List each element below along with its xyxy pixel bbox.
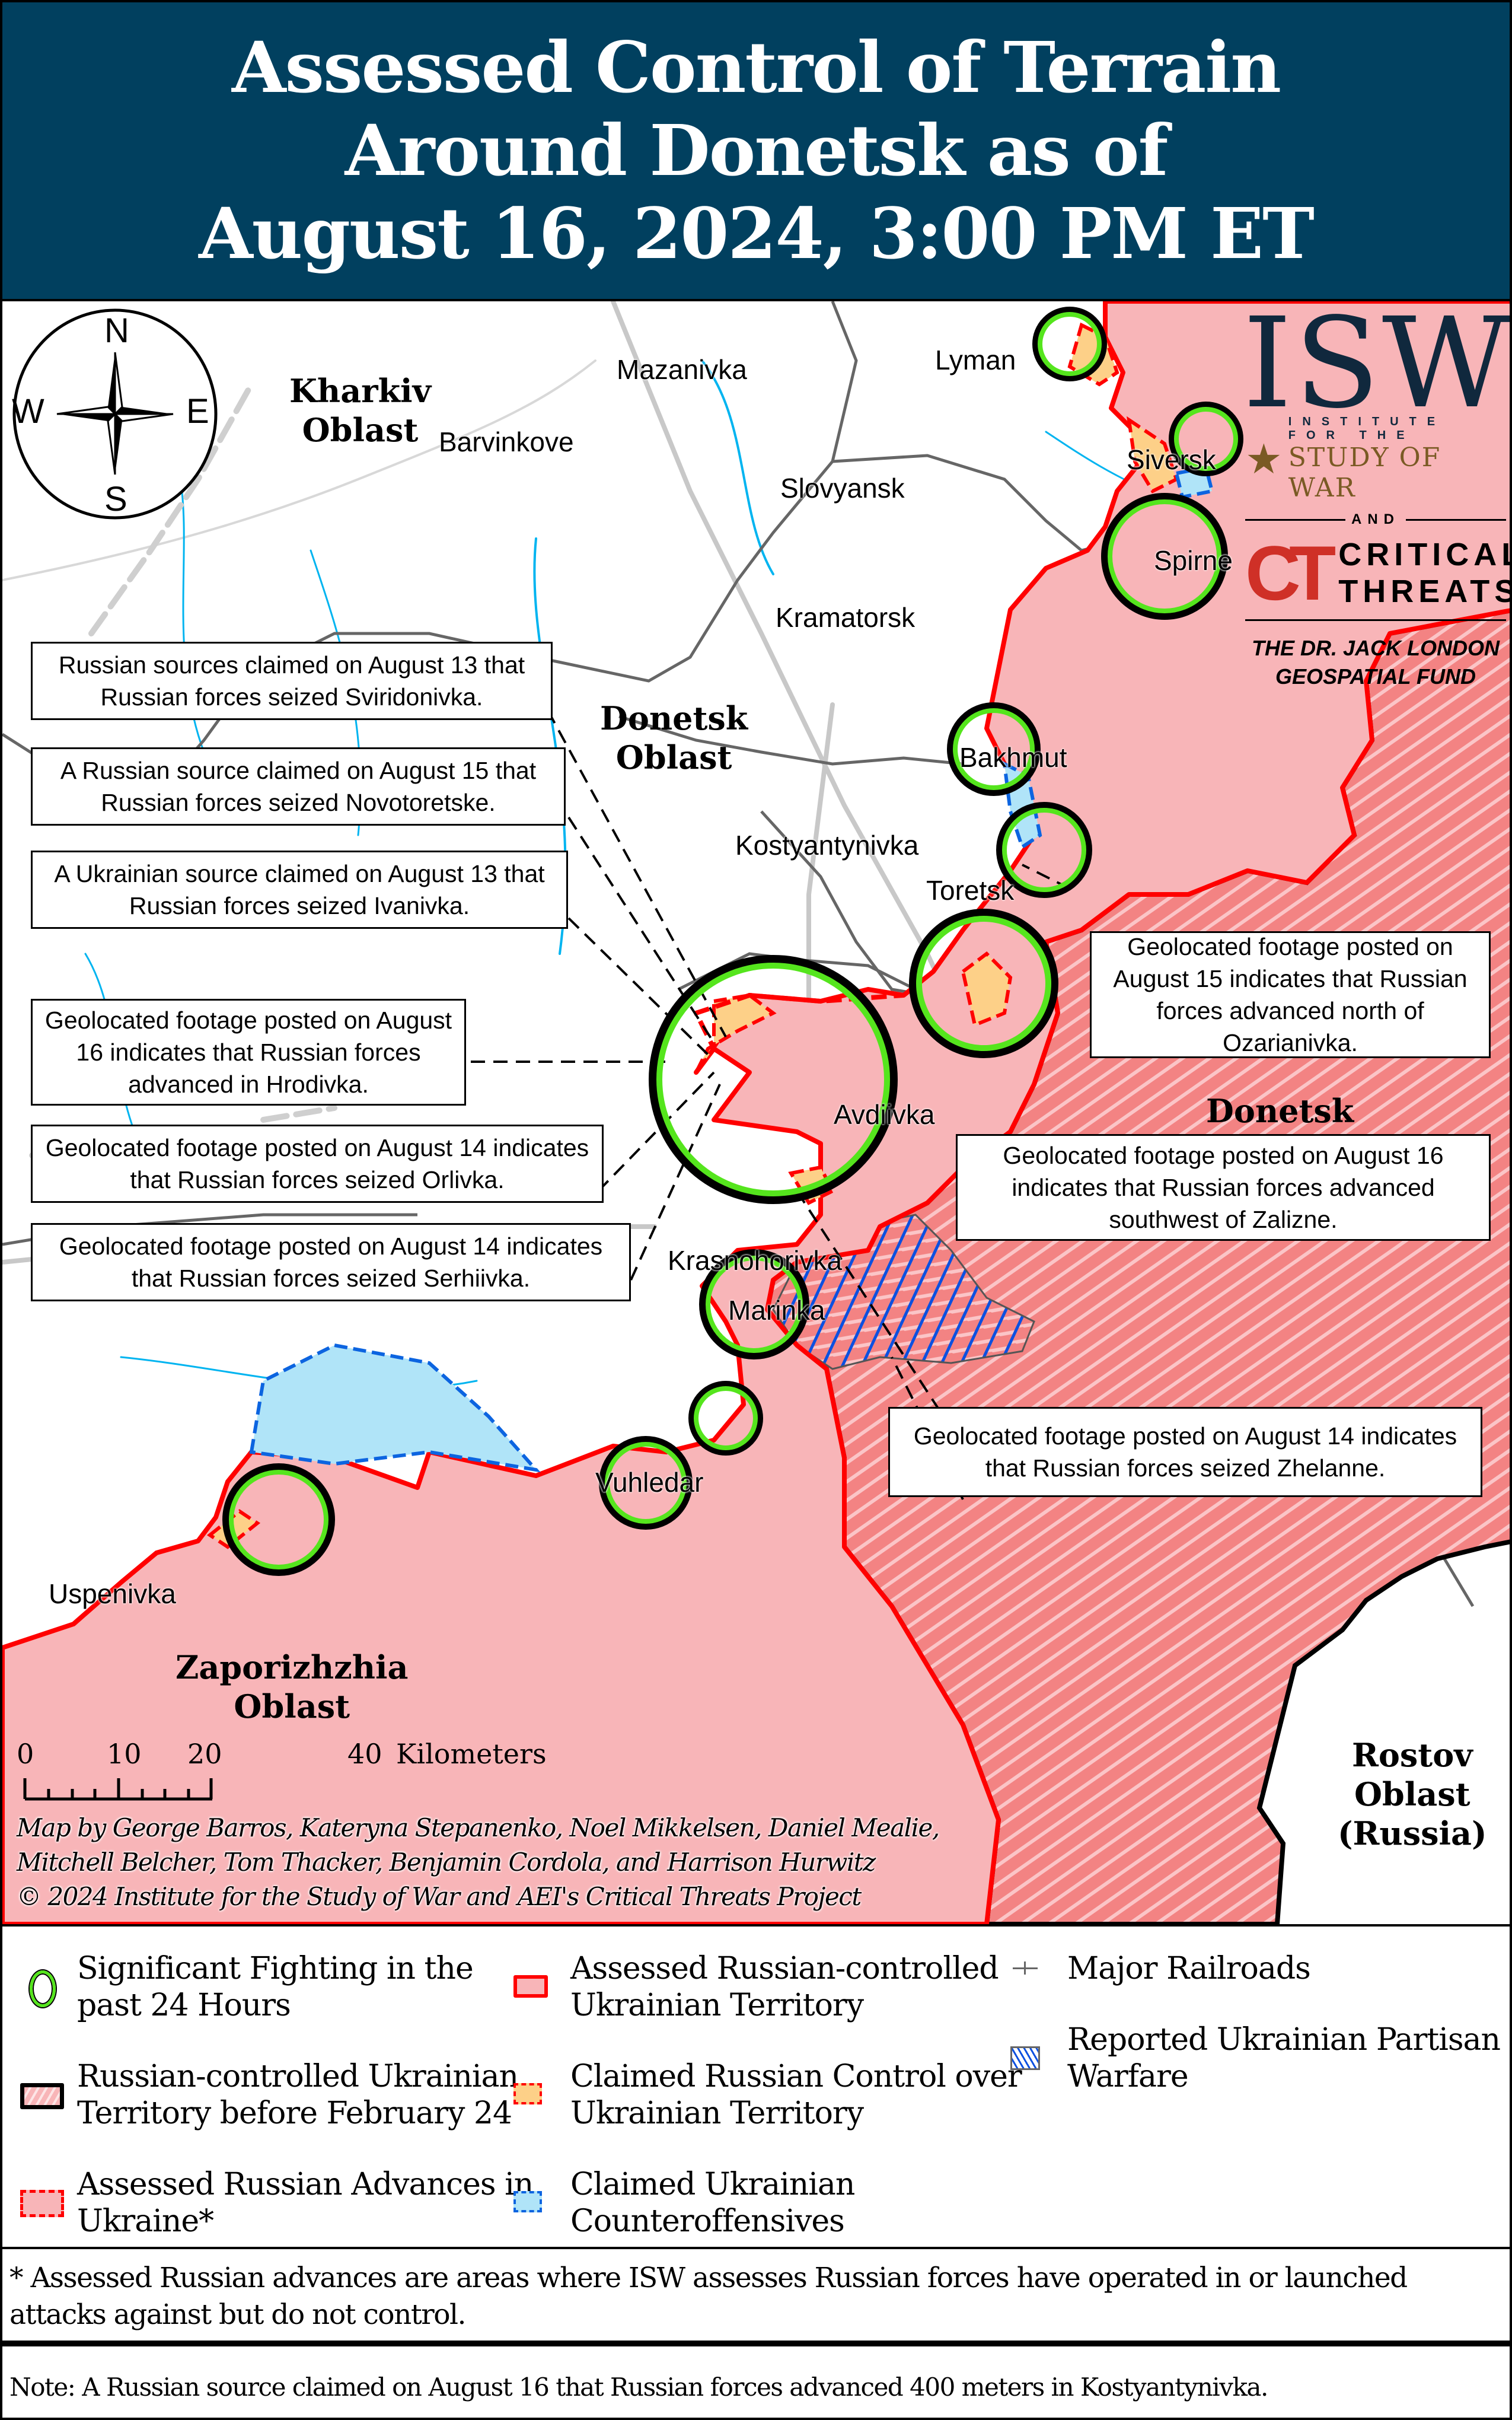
credits-line-1: Map by George Barros, Kateryna Stepanenk… <box>17 1813 940 1842</box>
scale-tick-10: 10 <box>107 1738 142 1770</box>
city-label-uspenivka: Uspenivka <box>49 1578 176 1609</box>
map-canvas[interactable]: N S W E ISW ★ INSTITUTE FOR THE STUDY OF… <box>0 301 1512 1924</box>
legend-item-railroads: Major Railroads <box>1010 1950 1311 1987</box>
assessed-advance-line <box>693 992 904 1074</box>
credits-line-3: © 2024 Institute for the Study of War an… <box>17 1882 862 1911</box>
city-label-kostyantynivka: Kostyantynivka <box>735 830 919 861</box>
fighting-ring-niu-york <box>909 909 1058 1058</box>
scale-tick-40: 40 <box>347 1738 382 1770</box>
annotation-zalizne: Geolocated footage posted on August 16 i… <box>956 1134 1491 1241</box>
fighting-ring-kostiantynivka-south <box>688 1381 763 1456</box>
city-label-barvinkove: Barvinkove <box>439 426 574 457</box>
scale-tick-20: 20 <box>187 1738 222 1770</box>
fighting-ring-toretsk <box>996 802 1092 898</box>
city-label-vuhledar: Vuhledar <box>595 1467 704 1498</box>
claimed-ru-swatch-icon <box>513 2077 557 2113</box>
compass-rose <box>12 308 218 520</box>
annotation-orlivka: Geolocated footage posted on August 14 i… <box>31 1125 604 1203</box>
isw-ct-logo: ISW ★ INSTITUTE FOR THE STUDY OF WAR AND… <box>1243 301 1510 691</box>
compass-w: W <box>12 392 44 431</box>
title-line-2: Around Donetsk as of <box>344 109 1169 192</box>
fund-line-2: GEOSPATIAL FUND <box>1275 664 1476 689</box>
city-label-siversk: Siversk <box>1127 444 1216 475</box>
isw-wordmark: ISW <box>1243 301 1512 436</box>
advances-swatch-icon <box>20 2185 64 2221</box>
compass-s: S <box>104 480 127 518</box>
scale-bar-graphic <box>23 1778 213 1801</box>
ct-line-2: THREATS <box>1338 574 1512 609</box>
annotation-ozarianivka: Geolocated footage posted on August 15 i… <box>1090 931 1491 1058</box>
partisan-swatch-icon <box>1010 2040 1054 2076</box>
fighting-ring-icon <box>20 1969 64 2007</box>
annotation-zhelanne: Geolocated footage posted on August 14 i… <box>888 1407 1482 1497</box>
map-credits: Map by George Barros, Kateryna Stepanenk… <box>17 1811 940 1914</box>
fighting-rings <box>222 307 1243 1576</box>
logo-and: AND <box>1351 511 1400 527</box>
city-label-mazanivka: Mazanivka <box>617 354 747 385</box>
fighting-ring-lyman <box>1032 307 1107 381</box>
title-banner: Assessed Control of Terrain Around Donet… <box>0 0 1512 301</box>
city-label-slovyansk: Slovyansk <box>780 473 905 504</box>
fighting-ring-marinka <box>699 1249 809 1359</box>
fund-line-1: THE DR. JACK LONDON <box>1251 636 1500 660</box>
city-label-kramatorsk: Kramatorsk <box>776 602 916 633</box>
title-line-1: Assessed Control of Terrain <box>231 26 1281 109</box>
fighting-ring-vuhledar <box>599 1436 693 1530</box>
fighting-ring-pokrovsk-direction <box>649 955 898 1204</box>
railroad-icon <box>1010 1957 1054 1980</box>
annotation-ivanivka: A Ukrainian source claimed on August 13 … <box>31 851 568 929</box>
city-label-marinka: Marinka <box>728 1295 825 1326</box>
pre2022-swatch-icon <box>20 2077 64 2113</box>
advances-footnote: * Assessed Russian advances are areas wh… <box>0 2249 1512 2343</box>
annotation-serhiivka: Geolocated footage posted on August 14 i… <box>31 1223 631 1301</box>
isw-tagline-2: STUDY OF WAR <box>1288 442 1441 503</box>
ru-controlled-swatch-icon <box>513 1969 557 2005</box>
annotation-novotoretske: A Russian source claimed on August 15 th… <box>31 747 566 826</box>
city-label-bakhmut: Bakhmut <box>959 742 1067 773</box>
fighting-ring-spirne <box>1101 493 1228 620</box>
city-label-lyman: Lyman <box>935 345 1016 375</box>
annotation-hrodivka: Geolocated footage posted on August 16 i… <box>31 999 466 1106</box>
fighting-ring-bakhmut <box>947 702 1041 796</box>
compass-n: N <box>104 311 129 350</box>
ct-line-1: CRITICAL <box>1338 537 1512 572</box>
fighting-ring-west <box>222 1463 335 1576</box>
isw-tagline-1: INSTITUTE FOR THE <box>1288 415 1446 442</box>
city-label-spirne: Spirne <box>1154 545 1233 576</box>
ua-counter-swatch-icon <box>513 2185 557 2221</box>
fighting-ring-siversk <box>1169 402 1243 476</box>
kostyantynivka-note: Note: A Russian source claimed on August… <box>0 2343 1512 2420</box>
city-label-avdiivka: Avdiivka <box>834 1099 935 1130</box>
compass-e: E <box>186 392 209 431</box>
star-icon: ★ <box>1245 436 1283 482</box>
city-label-toretsk: Toretsk <box>926 875 1015 906</box>
city-label-krasnohorivka: Krasnohorivka <box>668 1245 843 1276</box>
annotation-sviridonivka: Russian sources claimed on August 13 tha… <box>31 642 553 720</box>
ct-mark-icon: CT <box>1245 530 1336 616</box>
title-line-3: August 16, 2024, 3:00 PM ET <box>199 192 1315 275</box>
scale-tick-0: 0 <box>17 1738 34 1770</box>
scale-unit: Kilometers <box>396 1738 547 1770</box>
credits-line-2: Mitchell Belcher, Tom Thacker, Benjamin … <box>17 1848 876 1877</box>
